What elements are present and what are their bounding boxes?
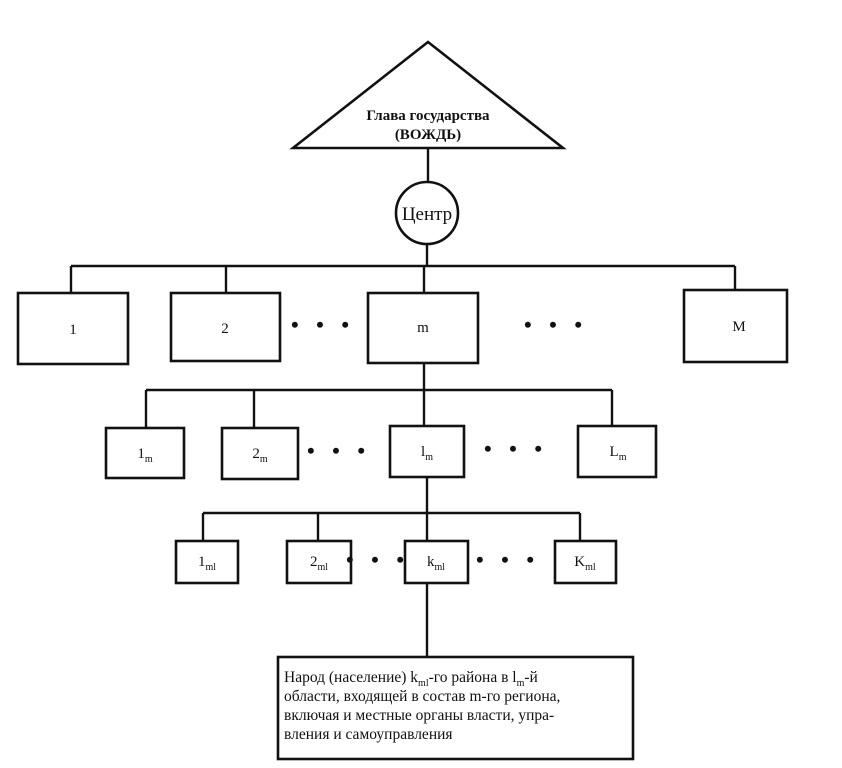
- region-label-M: M: [732, 319, 745, 335]
- oblast-box-L: Lm: [576, 424, 658, 479]
- oblast-ellipsis-left: • • •: [307, 438, 371, 463]
- district-label-2: 2ml: [310, 554, 328, 573]
- district-box-1: 1ml: [174, 539, 240, 585]
- oblast-label-l: lm: [421, 444, 433, 463]
- oblast-label-L: Lm: [610, 444, 627, 463]
- region-box-2: 2: [169, 291, 282, 363]
- people-text-segment: включая и местные органы власти, упра-: [284, 707, 554, 724]
- region-ellipsis-left: • • •: [291, 312, 355, 337]
- people-text-segment: области, входящей в состав m-го региона,: [284, 688, 560, 705]
- region-box-1: 1: [16, 291, 130, 366]
- people-text-segment: Народ (население) k: [284, 669, 418, 686]
- apex-line-1: Глава государства: [366, 108, 490, 124]
- people-text-subscript: ml: [418, 678, 429, 689]
- oblast-ellipsis-right: • • •: [484, 436, 548, 461]
- district-label-K: Kml: [574, 554, 596, 573]
- people-text-segment: -й: [524, 669, 537, 686]
- district-box-K: Kml: [553, 539, 618, 585]
- center-label: Центр: [402, 204, 452, 225]
- oblast-box-1: 1m: [104, 426, 186, 480]
- district-ellipsis-right: • • •: [476, 547, 540, 572]
- region-label-m: m: [417, 320, 429, 336]
- district-box-k: kml: [403, 539, 470, 585]
- people-text: Народ (население) kml-го района в lm-й об…: [284, 669, 560, 743]
- oblast-box-l: lm: [388, 424, 466, 479]
- people-text-segment: -го района в l: [429, 669, 517, 686]
- people-box: [276, 655, 635, 761]
- region-box-m: m: [366, 291, 480, 365]
- region-label-1: 1: [69, 322, 77, 338]
- oblast-label-2: 2m: [252, 446, 268, 465]
- district-label-k: kml: [427, 554, 445, 573]
- region-box-M: M: [682, 288, 789, 364]
- oblast-label-1: 1m: [137, 446, 153, 465]
- region-label-2: 2: [221, 321, 229, 337]
- people-text-subscript: m: [517, 678, 525, 689]
- people-text-segment: вления и самоуправления: [284, 726, 453, 743]
- district-box-2: 2ml: [285, 539, 353, 585]
- oblast-box-2: 2m: [220, 426, 300, 481]
- district-ellipsis-left: • • •: [346, 547, 410, 572]
- region-ellipsis-right: • • •: [524, 312, 588, 337]
- district-label-1: 1ml: [198, 554, 216, 573]
- apex-line-2: (ВОЖДЬ): [395, 127, 461, 143]
